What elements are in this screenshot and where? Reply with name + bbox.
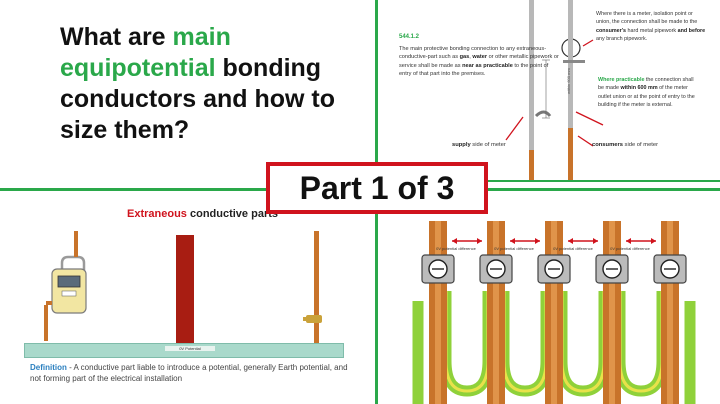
title-text-2: bonding conductors and how to size them?	[60, 54, 335, 144]
supply-side-label: supply side of meter	[452, 142, 506, 148]
meter-note: Where there is a meter, isolation point …	[596, 10, 706, 43]
bonding-diagram	[412, 221, 696, 404]
reg-sep: ,	[469, 54, 473, 61]
pd-arrowhead-right	[651, 238, 656, 244]
gas-meter-icon	[44, 231, 87, 341]
copper-pipe-highlight	[435, 221, 441, 404]
note2-a: Where practicable	[598, 77, 645, 83]
reg-text-a: The main protective bonding connection t…	[399, 45, 547, 61]
ground-label: 0V Potential	[165, 346, 215, 351]
note2-d: of the meter outlet union or at the poin…	[598, 85, 695, 108]
copper-pipe-highlight	[609, 221, 615, 404]
definition-text: Definition - A conductive part liable to…	[30, 362, 360, 384]
extraneous-diagram	[44, 231, 322, 343]
part-badge-text: Part 1 of 3	[299, 169, 455, 206]
bonding-cable-loop	[440, 291, 494, 397]
title-text-1: What are	[60, 23, 173, 51]
note1-c: hard metal pipework	[626, 27, 678, 34]
copper-pipe-highlight	[493, 221, 499, 404]
extraneous-title-rest: conductive parts	[186, 208, 278, 220]
arrow-2	[575, 111, 604, 126]
pd-arrowhead-right	[593, 238, 598, 244]
video-title: What are main equipotential bonding cond…	[60, 22, 370, 146]
consumer-pipe-copper	[568, 128, 573, 180]
pd-label-4: 0V potential difference	[610, 246, 650, 251]
supply-bold: supply	[452, 142, 471, 148]
pd-arrowhead-left	[510, 238, 515, 244]
part-badge: Part 1 of 3	[266, 162, 488, 214]
pd-arrowhead-right	[535, 238, 540, 244]
dimension-label: within 600 mm	[566, 68, 571, 94]
title-highlight-equipotential: equipotential	[60, 54, 216, 82]
bonding-panel: 0V potential difference 0V potential dif…	[378, 191, 720, 404]
regulation-panel: 544.1.2 The main protective bonding conn…	[378, 0, 720, 188]
note1-b: consumer's	[596, 27, 627, 34]
consumers-bold: consumers	[592, 142, 623, 148]
regulation-number: 544.1.2	[399, 34, 420, 40]
steel-column	[176, 235, 194, 343]
supply-pipe-copper	[529, 150, 534, 180]
floor-line	[378, 180, 720, 182]
pd-arrowhead-right	[477, 238, 482, 244]
title-highlight-main: main	[172, 23, 231, 51]
definition-body: - A conductive part liable to introduce …	[30, 363, 348, 383]
arrow-3	[505, 116, 524, 141]
note1-d: and before	[677, 27, 706, 34]
zero-volt-ground: 0V Potential	[24, 343, 344, 358]
practicable-note: Where practicable the connection shall b…	[598, 76, 698, 109]
note2-b: the connection shall be made	[598, 77, 694, 92]
pd-label-2: 0V potential difference	[494, 246, 534, 251]
supply-rest: side of meter	[470, 142, 506, 148]
stopcock-icon	[303, 231, 322, 343]
regulation-diagram	[378, 0, 720, 182]
note2-c: within 600 mm	[620, 85, 658, 92]
pd-label-3: 0V potential difference	[553, 246, 593, 251]
regulation-text: 544.1.2 The main protective bonding conn…	[399, 33, 559, 79]
copper-pipe-highlight	[551, 221, 557, 404]
supply-elbow	[534, 110, 552, 118]
consumers-rest: side of meter	[622, 142, 659, 148]
supply-pipe	[529, 0, 534, 152]
reg-water: water	[472, 54, 488, 61]
reg-gas: gas	[459, 54, 470, 61]
pd-label-1: 0V potential difference	[436, 246, 476, 251]
branch-pipe	[563, 60, 585, 63]
reg-text-b: or other metallic pipework or service sh…	[399, 54, 559, 69]
arrow-1	[582, 39, 594, 47]
extraneous-title: Extraneous conductive parts	[0, 208, 375, 220]
pd-arrowhead-left	[452, 238, 457, 244]
definition-label: Definition	[30, 363, 67, 372]
extraneous-title-red: Extraneous	[127, 208, 187, 220]
bonding-cable-loop	[614, 291, 668, 397]
note1-e: any branch pipework.	[596, 35, 648, 42]
consumers-side-label: consumers side of meter	[592, 142, 658, 148]
reg-text-c: to the point of entry of that part into …	[399, 62, 549, 78]
note1-a: Where there is a meter, isolation point …	[596, 11, 698, 26]
bonding-cable-loop	[498, 291, 552, 397]
bonding-cable-loop	[556, 291, 610, 397]
pd-arrowhead-left	[626, 238, 631, 244]
arrow-4	[577, 135, 594, 147]
consumer-pipe	[568, 0, 573, 130]
copper-pipe-highlight	[667, 221, 673, 404]
pd-arrowhead-left	[568, 238, 573, 244]
reg-near: near as practicable	[462, 62, 513, 69]
